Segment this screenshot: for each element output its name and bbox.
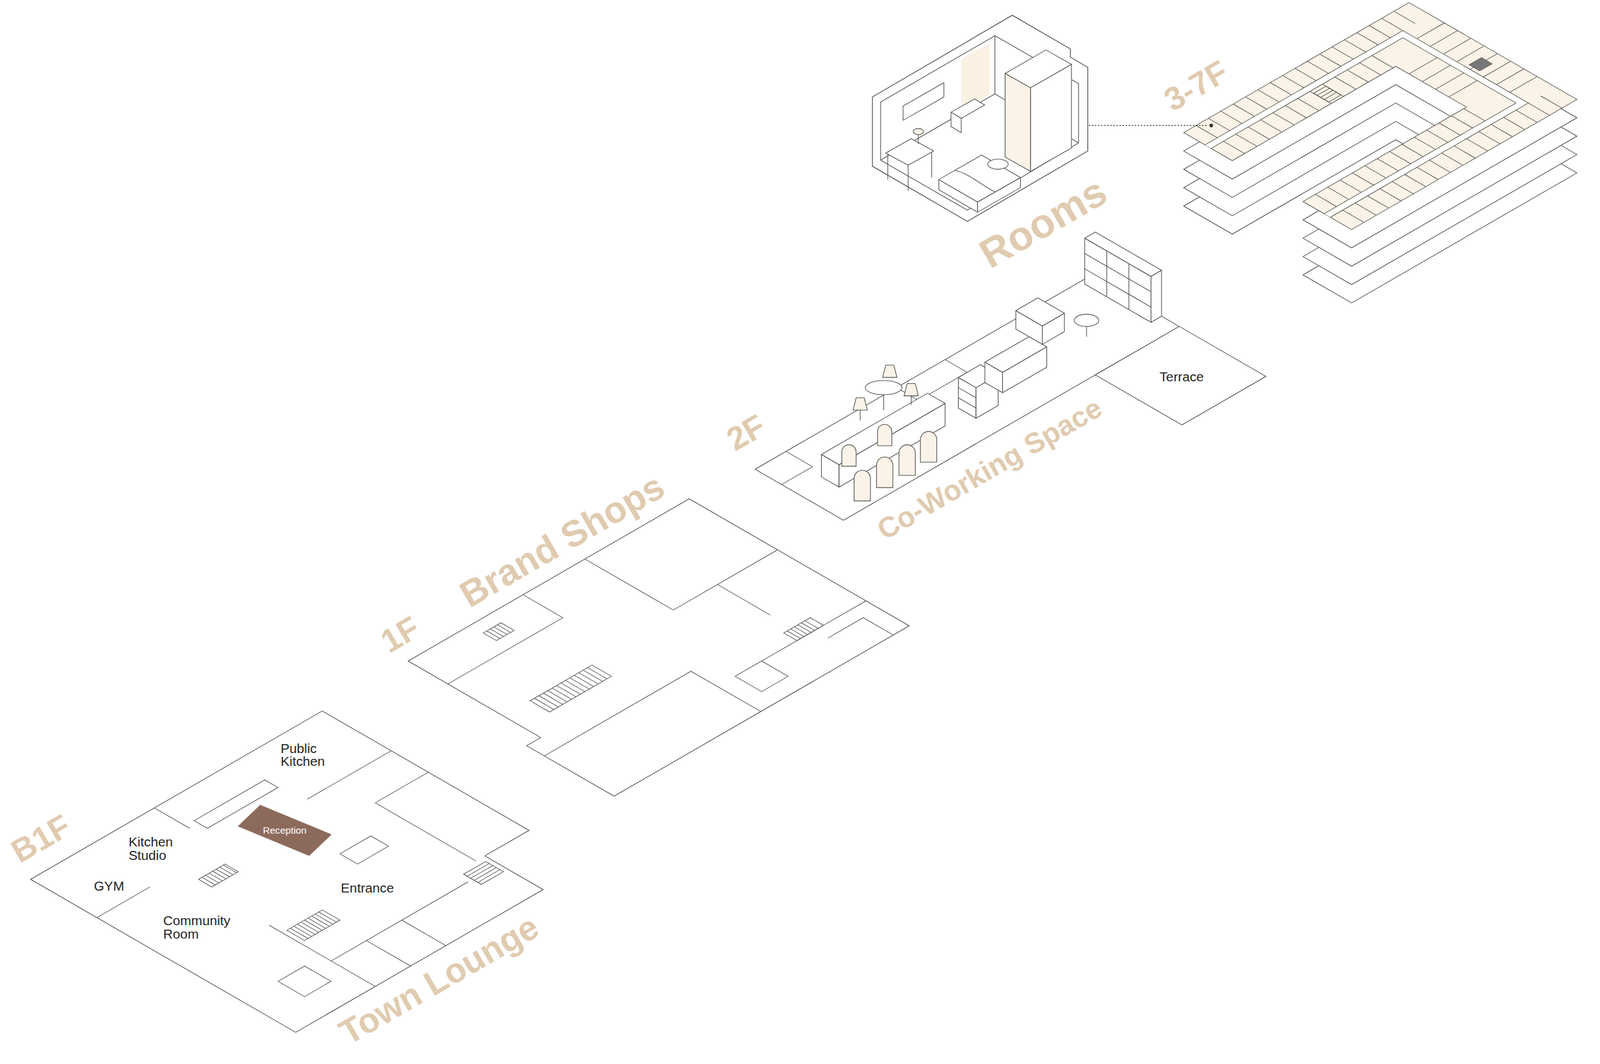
floor-label-text: 2F [721,408,771,457]
reception-fill [237,805,332,857]
floor-label-text: 1F [375,611,425,659]
reception-text: Reception [263,825,307,837]
room-label-text: Kitchen Studio [128,835,173,863]
room-label-text: Public Kitchen [280,741,325,768]
room-label-text: Terrace [1159,369,1204,384]
reception-box: Reception [237,805,332,857]
floor-label-text: 3-7F [1158,55,1233,118]
room-label-text: Community Room [163,914,231,941]
